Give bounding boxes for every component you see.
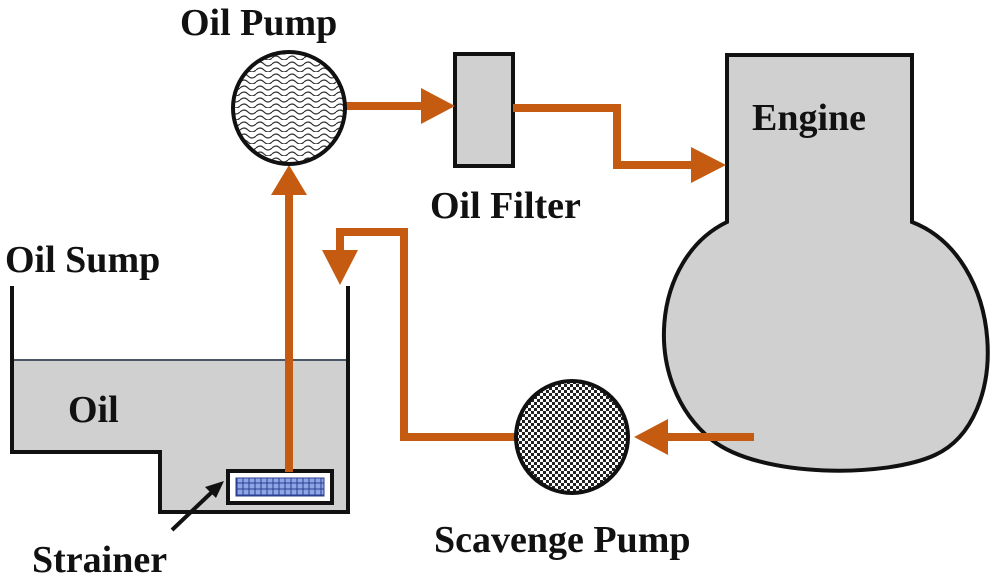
oil-label: Oil [68, 389, 119, 431]
strainer-label: Strainer [32, 539, 167, 578]
arrowhead-up [271, 165, 307, 195]
arrowhead-to-scavenge [634, 419, 668, 455]
oil-pump-label: Oil Pump [180, 2, 337, 44]
arrowhead-to-sump [322, 250, 358, 285]
oil-sump-label: Oil Sump [5, 239, 160, 281]
scavenge-pump-label: Scavenge Pump [434, 519, 691, 561]
flow-lines [285, 102, 754, 472]
arrowhead-to-engine [691, 147, 726, 183]
scavenge-pump [514, 379, 630, 495]
oil-filter-label: Oil Filter [430, 185, 581, 227]
arrowhead-to-filter [421, 88, 455, 124]
oil-filter [453, 52, 515, 168]
strainer-pointer-arrow [170, 481, 224, 532]
sump-outline [10, 286, 350, 514]
flow-arrowheads [271, 88, 726, 455]
engine-label: Engine [752, 97, 866, 139]
flow-filter-to-engine [513, 104, 696, 169]
engine-block [661, 53, 990, 473]
oil-pump [231, 50, 347, 166]
strainer [226, 469, 334, 505]
flow-scavenge-to-sump [336, 228, 520, 441]
